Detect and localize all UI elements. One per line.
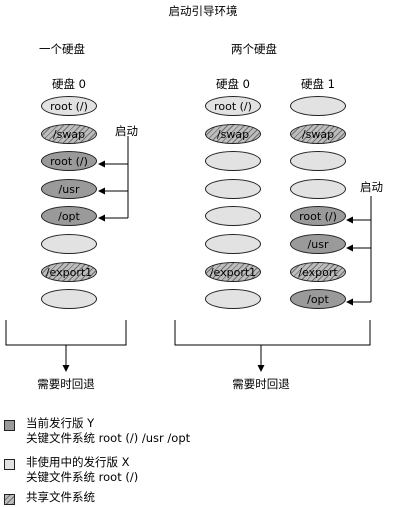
legend-active-detail: 关键文件系统 root (/) /usr /opt xyxy=(26,431,191,445)
disk-slice-label: /usr xyxy=(307,237,329,251)
disk-slice: /export1 xyxy=(41,262,97,282)
legend-inactive-title: 非使用中的发行版 X xyxy=(26,455,130,469)
disk-slice xyxy=(290,96,346,116)
disk-slice: /usr xyxy=(41,179,97,199)
disk-slice-label: /export1 xyxy=(45,265,93,279)
disk-slice: /export xyxy=(290,262,346,282)
legend-shared-title: 共享文件系统 xyxy=(26,490,95,504)
fallback-label-g2: 需要时回退 xyxy=(232,377,290,391)
legend-swatch-shared xyxy=(4,494,15,505)
disk-slice xyxy=(205,151,261,171)
disk-slice-label: /swap xyxy=(52,127,86,141)
disk-slice: root (/) xyxy=(205,96,261,116)
disk-slice xyxy=(41,289,97,309)
disk-slice: /opt xyxy=(290,289,346,309)
disk-slice-label: root (/) xyxy=(214,99,252,113)
boot-label-g2: 启动 xyxy=(360,180,383,194)
legend-swatch-inactive xyxy=(4,459,15,470)
disk-slice-label: /export xyxy=(298,265,338,279)
fallback-label-g1: 需要时回退 xyxy=(37,377,95,391)
disk-label-g2-d0: 硬盘 0 xyxy=(216,77,250,91)
boot-label-g1: 启动 xyxy=(115,124,138,138)
disk-slice: /export1 xyxy=(205,262,261,282)
disk-slice-label: /opt xyxy=(58,209,80,223)
diagram-title: 启动引导环境 xyxy=(168,4,238,18)
disk-slice: /opt xyxy=(41,206,97,226)
disk-slice xyxy=(290,179,346,199)
legend-swatch-active xyxy=(4,420,15,431)
disk-slice xyxy=(205,179,261,199)
bracket-g1 xyxy=(5,320,127,346)
disk-slice xyxy=(205,206,261,226)
bracket-g2 xyxy=(174,320,371,346)
disk-slice-label: /opt xyxy=(307,292,329,306)
disk-slice xyxy=(205,234,261,254)
disk-label-g1-d0: 硬盘 0 xyxy=(52,77,86,91)
disk-slice xyxy=(290,151,346,171)
disk-slice-label: /usr xyxy=(58,182,80,196)
disk-slice-label: /swap xyxy=(216,127,250,141)
group-heading-two-disks: 两个硬盘 xyxy=(231,42,277,56)
legend-active-title: 当前发行版 Y xyxy=(26,416,95,430)
disk-slice-label: root (/) xyxy=(299,209,337,223)
disk-slice xyxy=(205,289,261,309)
disk-slice: /swap xyxy=(290,124,346,144)
disk-slice-label: root (/) xyxy=(50,99,88,113)
legend-inactive-detail: 关键文件系统 root (/) xyxy=(26,470,139,484)
disk-slice: /swap xyxy=(205,124,261,144)
disk-slice-label: /export1 xyxy=(209,265,257,279)
disk-slice: root (/) xyxy=(41,96,97,116)
disk-slice xyxy=(41,234,97,254)
disk-slice-label: root (/) xyxy=(50,154,88,168)
disk-slice: /swap xyxy=(41,124,97,144)
disk-label-g2-d1: 硬盘 1 xyxy=(301,77,335,91)
disk-slice: root (/) xyxy=(41,151,97,171)
group-heading-one-disk: 一个硬盘 xyxy=(39,42,85,56)
disk-slice: /usr xyxy=(290,234,346,254)
disk-slice: root (/) xyxy=(290,206,346,226)
disk-slice-label: /swap xyxy=(301,127,335,141)
